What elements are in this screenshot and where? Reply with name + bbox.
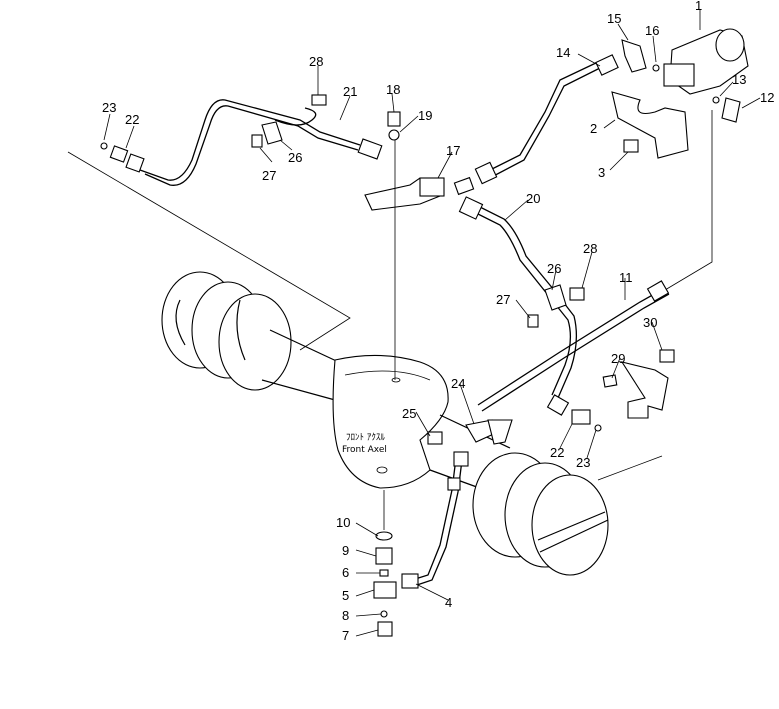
clamp-26-left — [261, 121, 283, 145]
part-label-20: 20 — [526, 191, 540, 206]
part-label-7: 7 — [342, 628, 349, 643]
oring-10 — [375, 531, 393, 541]
part-label-6: 6 — [342, 565, 349, 580]
elbow-5 — [373, 581, 397, 599]
valve-1 — [663, 28, 749, 95]
part-label-18: 18 — [386, 82, 400, 97]
bolt-25 — [427, 431, 443, 445]
part-label-14: 14 — [556, 45, 570, 60]
part-label-26-mid: 26 — [547, 261, 561, 276]
leader-lines — [103, 10, 761, 637]
part-label-30: 30 — [643, 315, 657, 330]
part-label-8: 8 — [342, 608, 349, 623]
oring-23-left — [100, 142, 108, 150]
part-label-3: 3 — [598, 165, 605, 180]
clamp-26-mid — [544, 284, 567, 311]
part-label-17: 17 — [446, 143, 460, 158]
part-label-28-mid: 28 — [583, 241, 597, 256]
pipe-21 — [139, 99, 361, 186]
part-label-24: 24 — [451, 376, 465, 391]
part-label-25: 25 — [402, 406, 416, 421]
elbow-15 — [621, 39, 647, 73]
hose-14 — [474, 54, 619, 185]
part-label-23-left: 23 — [102, 100, 116, 115]
axle-label-en: Front Axel — [342, 445, 387, 455]
fitting-21-end — [357, 138, 383, 160]
part-label-9: 9 — [342, 543, 349, 558]
oring-16 — [652, 64, 660, 72]
part-labels: 1 2 3 4 5 6 7 8 9 10 11 12 13 14 15 16 1… — [102, 0, 774, 643]
part-label-13: 13 — [732, 72, 746, 87]
oring-23-right — [594, 424, 602, 432]
right-wheel — [472, 452, 609, 576]
pipe-4 — [401, 451, 469, 589]
plug-7 — [377, 621, 393, 637]
part-label-12: 12 — [760, 90, 774, 105]
washer-19 — [388, 129, 400, 141]
adapter-9 — [375, 547, 393, 565]
bolt-28-mid — [569, 287, 585, 301]
part-label-28-left: 28 — [309, 54, 323, 69]
bolt-30 — [659, 349, 675, 363]
fitting-22-right — [571, 409, 591, 425]
part-label-27-left: 27 — [262, 168, 276, 183]
oring-6 — [379, 569, 389, 577]
spacer-27-left — [251, 134, 263, 148]
part-label-21: 21 — [343, 84, 357, 99]
bracket-29 — [620, 361, 669, 419]
bolt-18 — [387, 111, 401, 127]
oring-13 — [712, 96, 720, 104]
fitting-22-left — [109, 145, 145, 173]
part-label-15: 15 — [607, 11, 621, 26]
spacer-29 — [602, 374, 618, 388]
part-label-1: 1 — [695, 0, 702, 13]
bracket-17 — [364, 176, 475, 211]
bolt-28-left — [311, 94, 327, 106]
part-label-4: 4 — [445, 595, 452, 610]
left-wheel — [161, 271, 292, 391]
part-label-23-right: 23 — [576, 455, 590, 470]
part-label-19: 19 — [418, 108, 432, 123]
part-label-2: 2 — [590, 121, 597, 136]
part-label-27-mid: 27 — [496, 292, 510, 307]
part-label-22-left: 22 — [125, 112, 139, 127]
bolt-3 — [623, 139, 639, 153]
oring-8 — [380, 610, 388, 618]
axle-label-jp: ﾌﾛﾝﾄ ｱｸｽﾙ — [346, 432, 385, 443]
part-label-5: 5 — [342, 588, 349, 603]
part-label-11: 11 — [619, 270, 633, 285]
hose-11 — [477, 110, 713, 412]
spacer-27-mid — [527, 314, 539, 328]
part-label-26-left: 26 — [288, 150, 302, 165]
part-label-10: 10 — [336, 515, 350, 530]
elbow-12 — [721, 97, 741, 123]
part-label-29: 29 — [611, 351, 625, 366]
bracket-24 — [487, 419, 513, 445]
part-label-22-right: 22 — [550, 445, 564, 460]
bracket-2 — [611, 91, 689, 159]
part-label-16: 16 — [645, 23, 659, 38]
